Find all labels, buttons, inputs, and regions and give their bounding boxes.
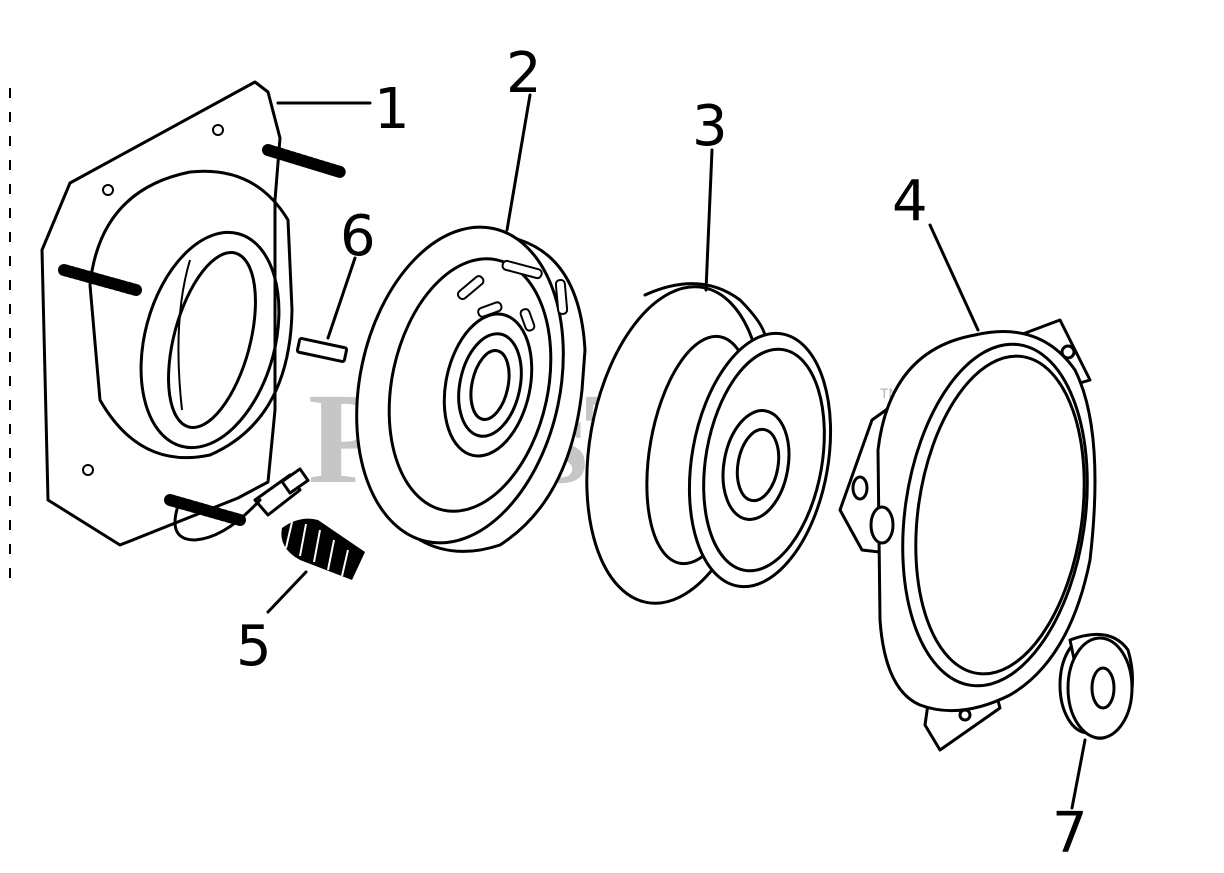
callout-1: 1 [374,77,410,142]
callout-3: 3 [692,94,728,159]
part-7-spacer [1058,632,1134,740]
callout-numbers: 1 2 3 4 5 6 7 [236,41,1088,866]
callout-2: 2 [506,41,542,106]
part-1-field-plate [40,80,346,547]
callout-5: 5 [236,614,272,679]
leader-lines [266,93,1087,810]
part-3-pulley [585,282,833,605]
part-6-key [295,337,349,363]
part-2-armature [355,225,587,553]
callout-4: 4 [892,169,928,234]
callout-7: 7 [1052,801,1088,866]
part-5-spring [281,518,365,580]
part-4-brake-housing [838,318,1097,752]
callout-6: 6 [340,204,376,269]
